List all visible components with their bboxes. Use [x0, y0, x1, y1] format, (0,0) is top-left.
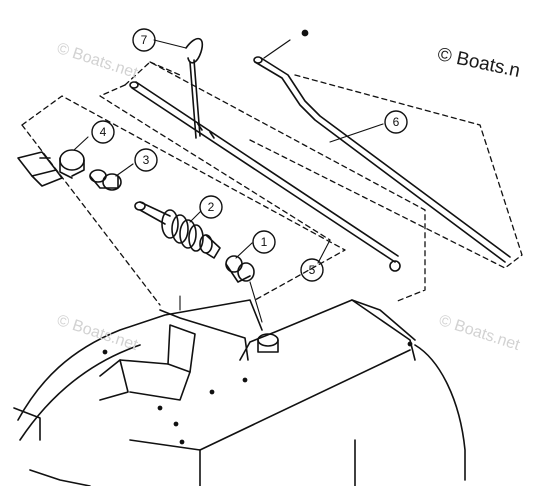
callout-numbers: 1 2 3 4 5 6 7: [100, 33, 400, 277]
callout-5-label: 5: [309, 263, 316, 277]
callout-5-circle: [300, 258, 324, 282]
callout-3-label: 3: [143, 153, 150, 167]
callout-7-circle: [132, 28, 156, 52]
leader-lines: [73, 39, 384, 323]
callout-6-circle: [384, 110, 408, 134]
callout-1-circle: [252, 230, 276, 254]
sleeve-part-1: [225, 255, 255, 283]
callout-2-circle: [199, 195, 223, 219]
shaft-and-washers-part-2: [134, 201, 221, 259]
callout-4-label: 4: [100, 125, 107, 139]
bushing-part-3: [89, 169, 122, 191]
handle-rod-part-6: [253, 29, 511, 263]
callout-4-circle: [91, 120, 115, 144]
shift-rod-part-5: [129, 81, 401, 272]
callout-circles: [91, 28, 408, 282]
callout-3-circle: [134, 148, 158, 172]
bracket-part-4: [17, 149, 85, 187]
mounting-housing: [13, 299, 466, 486]
callout-2-label: 2: [208, 200, 215, 214]
cotter-pin-part-7: [185, 37, 204, 139]
dashed-assembly-outline-upper: [99, 61, 523, 303]
dashed-assembly-outline-lower: [21, 95, 346, 306]
callout-7-label: 7: [141, 33, 148, 47]
callout-1-label: 1: [261, 235, 268, 249]
callout-6-label: 6: [393, 115, 400, 129]
